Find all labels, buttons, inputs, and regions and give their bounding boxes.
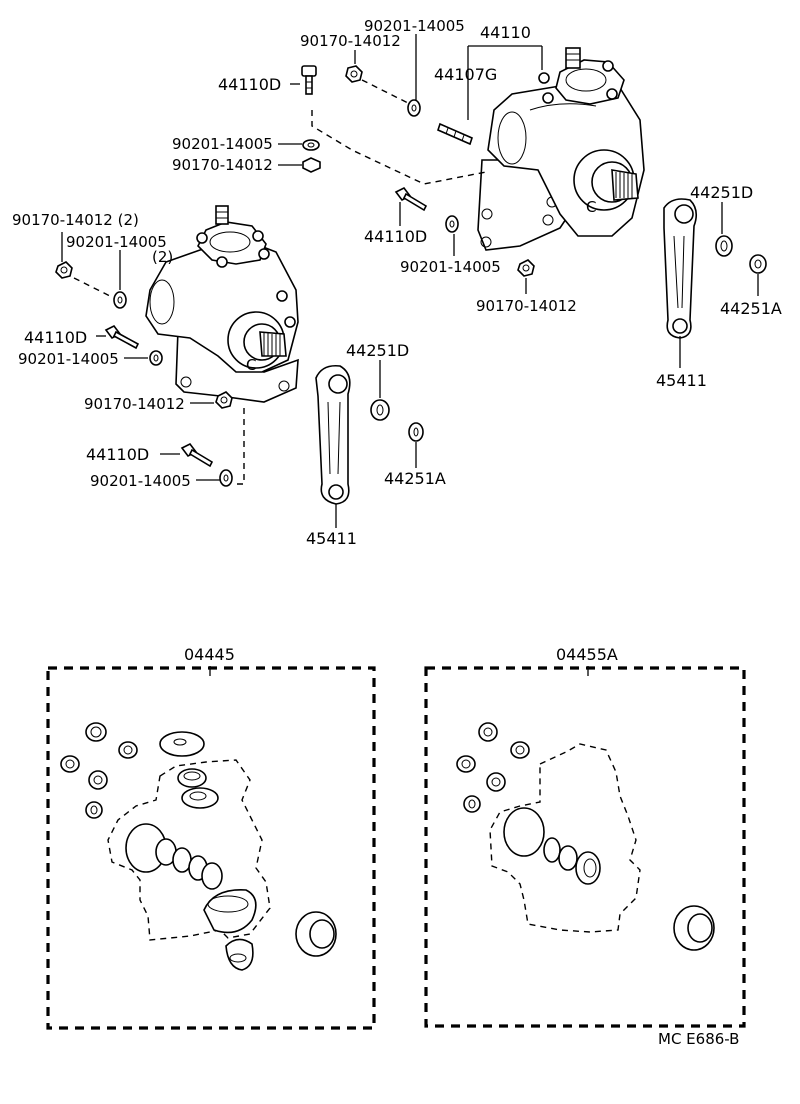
left-washer-top — [113, 291, 127, 309]
label-upper-washer-low: 90201-14005 — [400, 258, 501, 276]
upper-seal-44251a — [749, 254, 767, 274]
upper-leader-lines — [278, 34, 759, 368]
lower-seal-44251d — [370, 399, 390, 421]
kit-04455a-boundary — [424, 666, 746, 1028]
upper-bolt-mid — [394, 186, 428, 212]
svg-text:C: C — [586, 198, 596, 216]
lower-seal-44251a — [408, 422, 424, 442]
svg-text:C: C — [246, 356, 256, 374]
lower-steering-gear-housing: C — [145, 205, 299, 403]
kit-04445-parts — [60, 722, 337, 971]
label-lower-arm: 45411 — [306, 529, 357, 548]
upper-bolt-top — [301, 65, 317, 95]
label-left-nut-top: 90170-14012 (2) — [12, 211, 139, 229]
label-left-washer-top: 90201-14005 — [66, 233, 167, 251]
label-upper-stud: 44107G — [434, 65, 497, 84]
upper-steering-gear-housing: C — [477, 47, 645, 251]
stud-44107g — [437, 122, 473, 146]
diagram-code: MC E686-B — [658, 1030, 739, 1048]
label-lower-seal-d: 44251D — [346, 341, 409, 360]
upper-seal-44251d — [715, 235, 733, 257]
label-left-nut-1: 90170-14012 — [84, 395, 185, 413]
left-bolt-2 — [180, 442, 214, 468]
left-washer-1 — [149, 350, 163, 366]
label-left-washer-2: 90201-14005 — [90, 472, 191, 490]
upper-washer-mid — [302, 139, 320, 151]
upper-nut-mid — [302, 157, 321, 173]
label-upper-seal-a: 44251A — [720, 299, 782, 318]
kit-04445-boundary — [46, 666, 376, 1030]
label-upper-bolt-top: 44110D — [218, 75, 281, 94]
upper-nut-top — [345, 65, 363, 83]
label-left-washer-1: 90201-14005 — [18, 350, 119, 368]
label-upper-arm: 45411 — [656, 371, 707, 390]
left-washer-2 — [219, 469, 233, 487]
upper-pitman-arm — [663, 198, 698, 339]
upper-washer-top — [407, 99, 421, 117]
lower-pitman-arm — [315, 364, 351, 505]
left-nut-1 — [215, 391, 233, 409]
label-upper-assy: 44110 — [480, 23, 531, 42]
label-kit-left: 04445 — [184, 645, 235, 664]
label-upper-seal-d: 44251D — [690, 183, 753, 202]
label-upper-bolt-mid: 44110D — [364, 227, 427, 246]
label-left-qty: (2) — [152, 248, 173, 266]
label-upper-nut-top: 90170-14012 — [300, 32, 401, 50]
label-left-bolt-1: 44110D — [24, 328, 87, 347]
label-upper-nut-mid: 90170-14012 — [172, 156, 273, 174]
label-left-bolt-2: 44110D — [86, 445, 149, 464]
upper-nut-low — [517, 259, 535, 277]
label-lower-seal-a: 44251A — [384, 469, 446, 488]
left-bolt-1 — [104, 324, 140, 350]
label-upper-washer-mid: 90201-14005 — [172, 135, 273, 153]
left-nut-top — [55, 261, 73, 279]
label-upper-nut-low: 90170-14012 — [476, 297, 577, 315]
label-upper-washer-top: 90201-14005 — [364, 17, 465, 35]
upper-washer-low — [445, 215, 459, 233]
label-kit-right: 04455A — [556, 645, 618, 664]
left-leader-lines — [61, 232, 417, 528]
kit-04455a-parts — [456, 722, 715, 951]
